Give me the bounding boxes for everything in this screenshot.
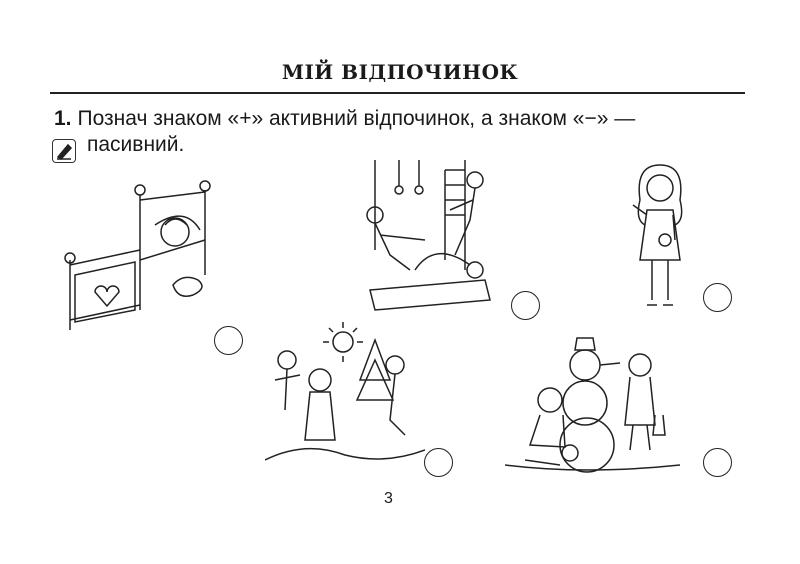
task-line-1: 1.Познач знаком «+» активний відпочинок,… <box>54 104 635 133</box>
pencil-icon <box>52 139 76 163</box>
task-number: 1. <box>54 107 72 130</box>
task-text-line-2: пасивний. <box>87 133 185 156</box>
picture-children-in-gym <box>355 160 500 325</box>
answer-circle-1[interactable] <box>214 326 243 355</box>
page-title: МІЙ ВІДПОЧИНОК <box>281 60 519 84</box>
answer-circle-4[interactable] <box>424 448 453 477</box>
answer-circle-2[interactable] <box>511 291 540 320</box>
answer-circle-3[interactable] <box>703 283 732 312</box>
page-number: 3 <box>384 490 393 507</box>
task-text-line-1: Познач знаком «+» активний відпочинок, а… <box>77 107 636 130</box>
picture-sleeping-girl <box>55 180 220 345</box>
answer-circle-5[interactable] <box>703 448 732 477</box>
picture-children-in-spring-forest <box>264 320 426 475</box>
picture-girl-with-doll <box>625 160 695 320</box>
title-divider <box>50 92 745 94</box>
picture-children-building-snowman <box>504 335 681 480</box>
